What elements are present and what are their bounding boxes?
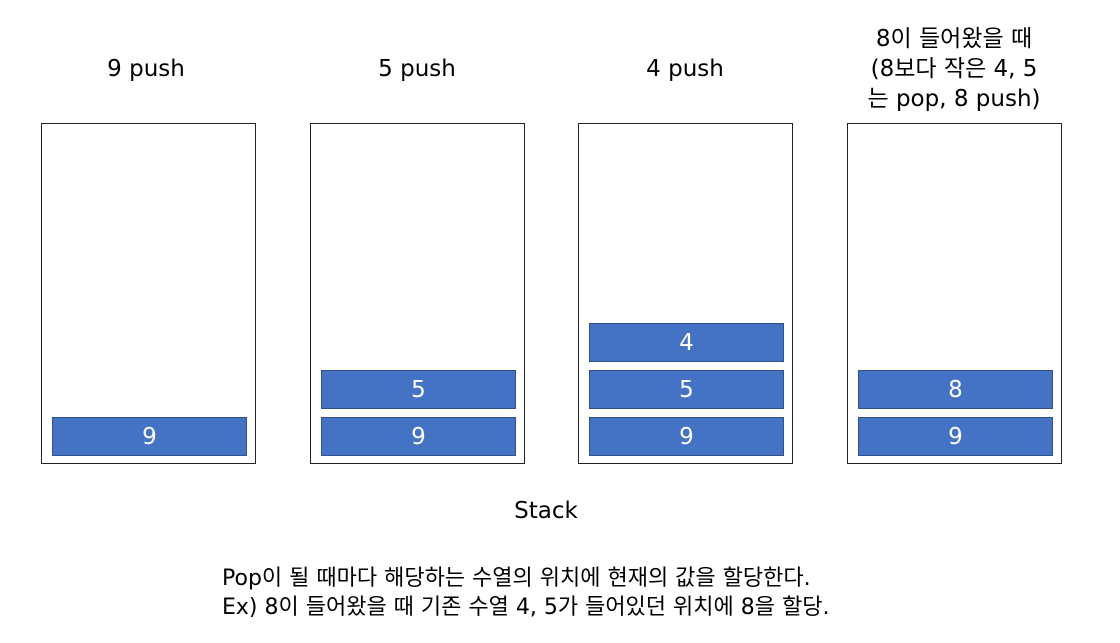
stack-block: 5 — [321, 370, 516, 409]
caption: Pop이 될 때마다 해당하는 수열의 위치에 현재의 값을 할당한다. Ex)… — [222, 564, 1102, 622]
column-label-1: 9 push — [107, 56, 185, 82]
stack-box-1: 9 — [41, 123, 256, 464]
caption-line-2: Ex) 8이 들어왔을 때 기존 수열 4, 5가 들어있던 위치에 8을 할당… — [222, 595, 830, 620]
caption-line-1: Pop이 될 때마다 해당하는 수열의 위치에 현재의 값을 할당한다. — [222, 566, 811, 591]
column-label-3: 4 push — [646, 56, 724, 82]
stack-block: 9 — [589, 417, 784, 456]
stack-block: 9 — [321, 417, 516, 456]
stack-title: Stack — [514, 498, 578, 524]
stack-block: 4 — [589, 323, 784, 362]
stack-box-3: 9 5 4 — [578, 123, 793, 464]
stack-block: 9 — [52, 417, 247, 456]
stack-block: 9 — [858, 417, 1053, 456]
column-label-2: 5 push — [378, 56, 456, 82]
column-label-4: 8이 들어왔을 때 (8보다 작은 4, 5 는 pop, 8 push) — [867, 26, 1041, 112]
stack-block: 5 — [589, 370, 784, 409]
stack-block: 8 — [858, 370, 1053, 409]
